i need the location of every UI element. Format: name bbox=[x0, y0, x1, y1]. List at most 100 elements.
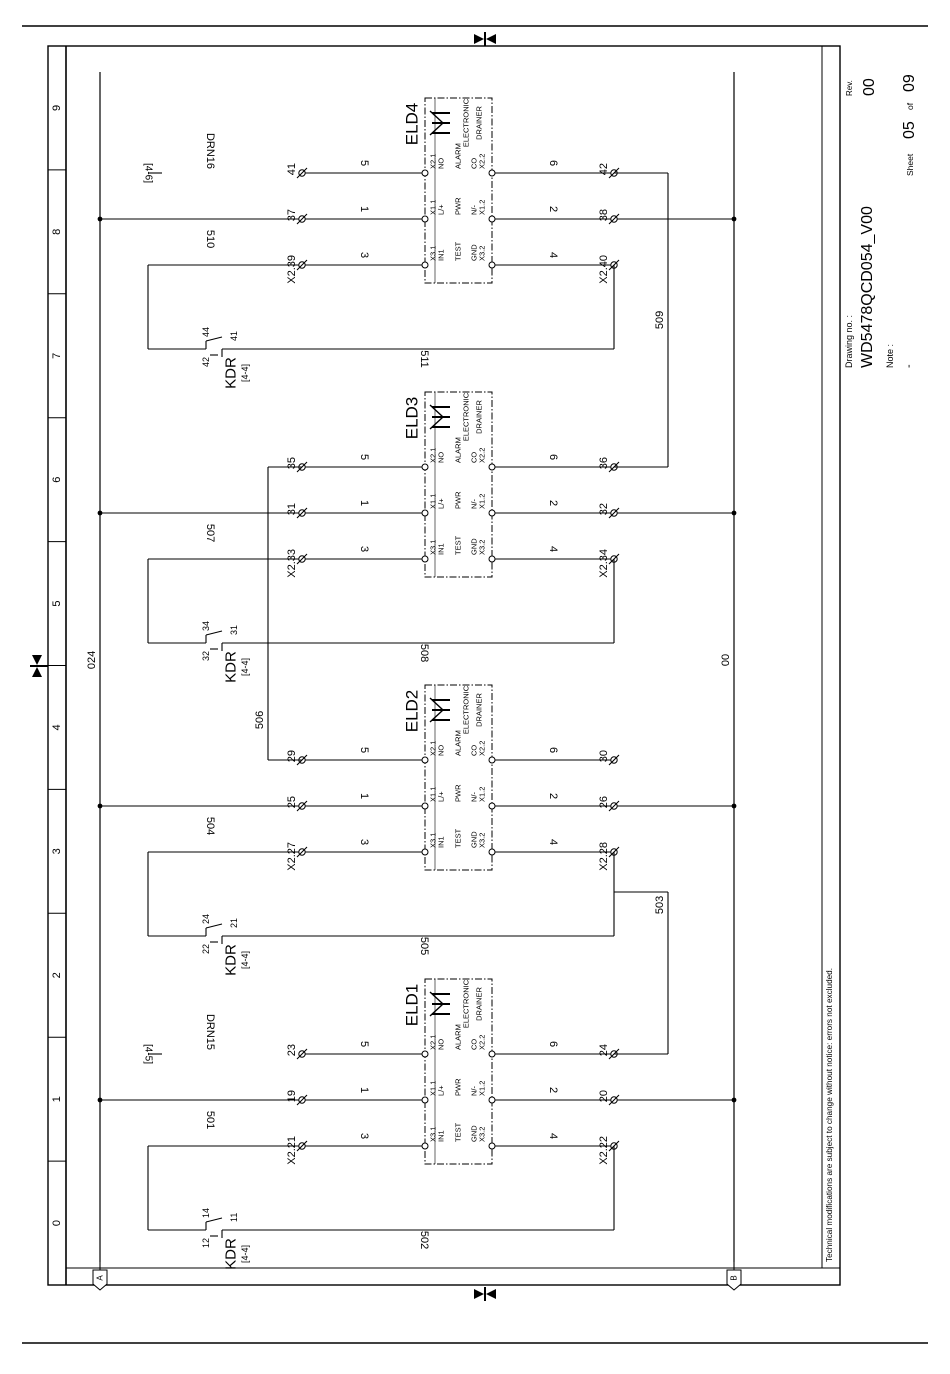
wire-number-right: 2 bbox=[547, 1087, 559, 1093]
rev-value: 00 bbox=[861, 78, 878, 96]
terminal-slash bbox=[296, 259, 308, 271]
sheet-total: 09 bbox=[901, 74, 918, 92]
terminal-left bbox=[296, 553, 308, 565]
pin-right-ring bbox=[488, 509, 496, 517]
pin-right-signal: CO bbox=[470, 1039, 479, 1050]
rail-b-junction bbox=[731, 216, 737, 222]
terminal-left-label: X2.21 bbox=[286, 1136, 298, 1165]
pin-function-label: PWR bbox=[454, 197, 463, 215]
loop-wire-label: 508 bbox=[418, 644, 430, 662]
pin-right-ring bbox=[488, 215, 496, 223]
zone-label-9: 9 bbox=[51, 105, 63, 111]
contact-blade bbox=[205, 630, 223, 636]
relay-name: KDR bbox=[223, 1238, 240, 1270]
zone-label-4: 4 bbox=[51, 724, 63, 730]
pin-left-id: X3.1 bbox=[429, 246, 438, 261]
pin-function-label: ALARM bbox=[454, 437, 463, 463]
pin-left-signal: NO bbox=[437, 452, 446, 463]
zone-label-5: 5 bbox=[51, 600, 63, 606]
pin-right-ring bbox=[488, 848, 496, 856]
rail-a-junction bbox=[97, 510, 103, 516]
terminal-left-label: X2.33 bbox=[286, 549, 298, 578]
terminal-slash bbox=[296, 553, 308, 565]
terminal-slash bbox=[608, 1094, 620, 1106]
pin-right-signal: GND bbox=[470, 538, 479, 555]
rail-a-label: A bbox=[96, 1275, 105, 1281]
pin-right-ring bbox=[488, 1050, 496, 1058]
test-wire-label: 507 bbox=[204, 524, 216, 542]
relay-ref: [4-4] bbox=[240, 1245, 250, 1263]
wire-number-mid: 5 bbox=[358, 160, 370, 166]
rail-b-junction bbox=[731, 803, 737, 809]
relay-pin-3: 31 bbox=[229, 625, 239, 635]
pin-left-ring bbox=[421, 1142, 429, 1150]
terminal-right-label: X2.40 bbox=[598, 255, 610, 284]
logo-chevron bbox=[429, 110, 445, 136]
pin-left-ring bbox=[421, 509, 429, 517]
link-503-label: 503 bbox=[654, 896, 666, 914]
terminal-slash bbox=[296, 213, 308, 225]
relay-pin-3: 11 bbox=[229, 1213, 239, 1222]
drainer-logo-icon bbox=[429, 404, 450, 430]
terminal-slash bbox=[296, 507, 308, 519]
relay-pin-3: 21 bbox=[229, 918, 239, 928]
wire-number-mid: 1 bbox=[358, 206, 370, 212]
module-brand-line2: DRAINER bbox=[475, 987, 484, 1021]
pin-left-signal: NO bbox=[437, 745, 446, 756]
rail-a-junction bbox=[97, 216, 103, 222]
relay-pin-2: 24 bbox=[201, 914, 211, 924]
link-509-label: 509 bbox=[654, 311, 666, 329]
interlinks: 503 506 509 bbox=[254, 172, 669, 1055]
rail-b-connector bbox=[726, 1269, 742, 1291]
terminal-left bbox=[296, 800, 308, 812]
relay-pin-2: 14 bbox=[201, 1208, 211, 1218]
terminal-left bbox=[296, 167, 308, 179]
terminal-slash bbox=[296, 1048, 308, 1060]
pin-function-label: TEST bbox=[454, 535, 463, 555]
link-506-label: 506 bbox=[254, 711, 266, 729]
module-id-label: ELD2 bbox=[403, 690, 422, 733]
wire-number-right: 4 bbox=[547, 839, 559, 845]
rev-label: Rev. bbox=[845, 80, 854, 96]
pin-right-id: X1.2 bbox=[478, 787, 487, 802]
relay-name: KDR bbox=[223, 651, 240, 683]
pin-left-signal: IN1 bbox=[437, 249, 446, 261]
pin-left-id: X2.1 bbox=[429, 448, 438, 463]
top-center-mark bbox=[474, 32, 496, 46]
wire-number-mid: 5 bbox=[358, 454, 370, 460]
pin-left-ring bbox=[421, 802, 429, 810]
pin-left-ring bbox=[421, 261, 429, 269]
terminal-right-label: 38 bbox=[598, 209, 610, 221]
pin-function-label: PWR bbox=[454, 784, 463, 802]
contact-blade bbox=[205, 923, 223, 929]
terminal-right-label: 20 bbox=[598, 1090, 610, 1102]
rail-a-junction bbox=[97, 803, 103, 809]
link-506: 506 bbox=[254, 466, 302, 761]
terminal-right-label: 32 bbox=[598, 503, 610, 515]
alarm-output: DRN15[4-5] bbox=[143, 1014, 217, 1064]
pin-right-signal: N/- bbox=[470, 499, 479, 510]
wire-number-mid: 3 bbox=[358, 546, 370, 552]
pin-right-ring bbox=[488, 261, 496, 269]
pin-left-id: X2.1 bbox=[429, 154, 438, 169]
pin-right-id: X1.2 bbox=[478, 200, 487, 215]
terminal-right-label: 42 bbox=[598, 163, 610, 175]
pin-right-signal: GND bbox=[470, 244, 479, 261]
title-block: Technical modifications are subject to c… bbox=[825, 74, 918, 1262]
relay-ref: [4-4] bbox=[240, 658, 250, 676]
rail-a-connector bbox=[92, 1269, 108, 1291]
pin-left-ring bbox=[421, 169, 429, 177]
pin-left-id: X2.1 bbox=[429, 741, 438, 756]
relay-ref: [4-4] bbox=[240, 951, 250, 969]
